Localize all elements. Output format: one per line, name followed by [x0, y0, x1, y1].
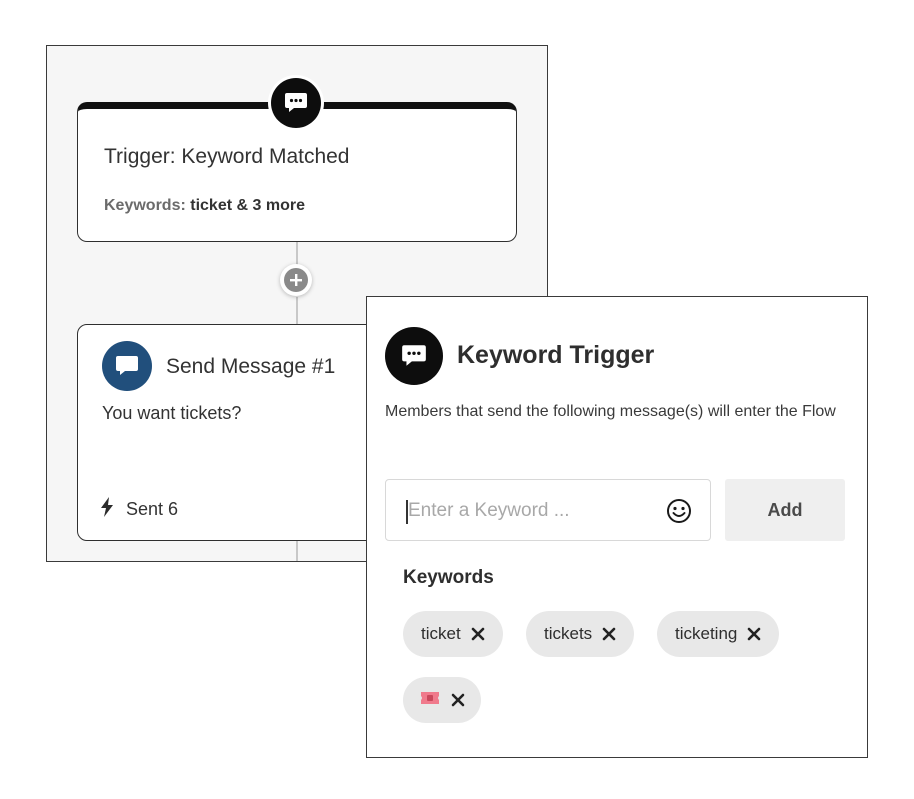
- sent-count: Sent 6: [126, 499, 179, 519]
- message-stats: Sent 6: [100, 497, 178, 522]
- keyword-input[interactable]: [408, 496, 658, 526]
- panel-title: Keyword Trigger: [457, 341, 655, 369]
- chat-bubble-icon: [271, 78, 321, 128]
- smiley-icon[interactable]: [666, 498, 692, 524]
- panel-description: Members that send the following message(…: [385, 403, 836, 420]
- connector-line: [296, 297, 298, 327]
- message-title: Send Message #1: [166, 355, 336, 378]
- trigger-keywords-label: Keywords:: [104, 197, 186, 214]
- close-icon[interactable]: [747, 627, 761, 641]
- trigger-keywords: Keywords: ticket & 3 more: [104, 197, 305, 215]
- keyword-input-field[interactable]: [385, 479, 711, 541]
- close-icon[interactable]: [602, 627, 616, 641]
- lightning-icon: [100, 497, 114, 522]
- keyword-chip: ticketing: [657, 611, 780, 657]
- ticket-emoji-icon: [419, 690, 441, 711]
- message-icon: [102, 341, 152, 391]
- close-icon[interactable]: [471, 627, 485, 641]
- keyword-chip-label: tickets: [544, 624, 593, 643]
- keyword-chip: ticket: [403, 611, 503, 657]
- connector-line: [296, 540, 298, 561]
- keyword-chip-label: ticket: [421, 624, 461, 643]
- close-icon[interactable]: [451, 693, 465, 707]
- connector-line: [296, 236, 298, 281]
- keyword-chip-label: ticketing: [675, 624, 738, 643]
- message-body: You want tickets?: [102, 403, 242, 423]
- keyword-chip: [403, 677, 481, 723]
- trigger-title: Trigger: Keyword Matched: [104, 145, 350, 168]
- keyword-trigger-panel: Keyword Trigger Members that send the fo…: [366, 296, 868, 758]
- plus-icon: [284, 268, 308, 292]
- chat-bubble-icon: [385, 327, 443, 385]
- trigger-keywords-value: ticket & 3 more: [190, 197, 305, 214]
- keyword-chip: tickets: [526, 611, 635, 657]
- add-step-button[interactable]: [280, 264, 312, 296]
- text-caret: [406, 500, 408, 524]
- add-keyword-button[interactable]: Add: [725, 479, 845, 541]
- keywords-heading: Keywords: [403, 567, 494, 588]
